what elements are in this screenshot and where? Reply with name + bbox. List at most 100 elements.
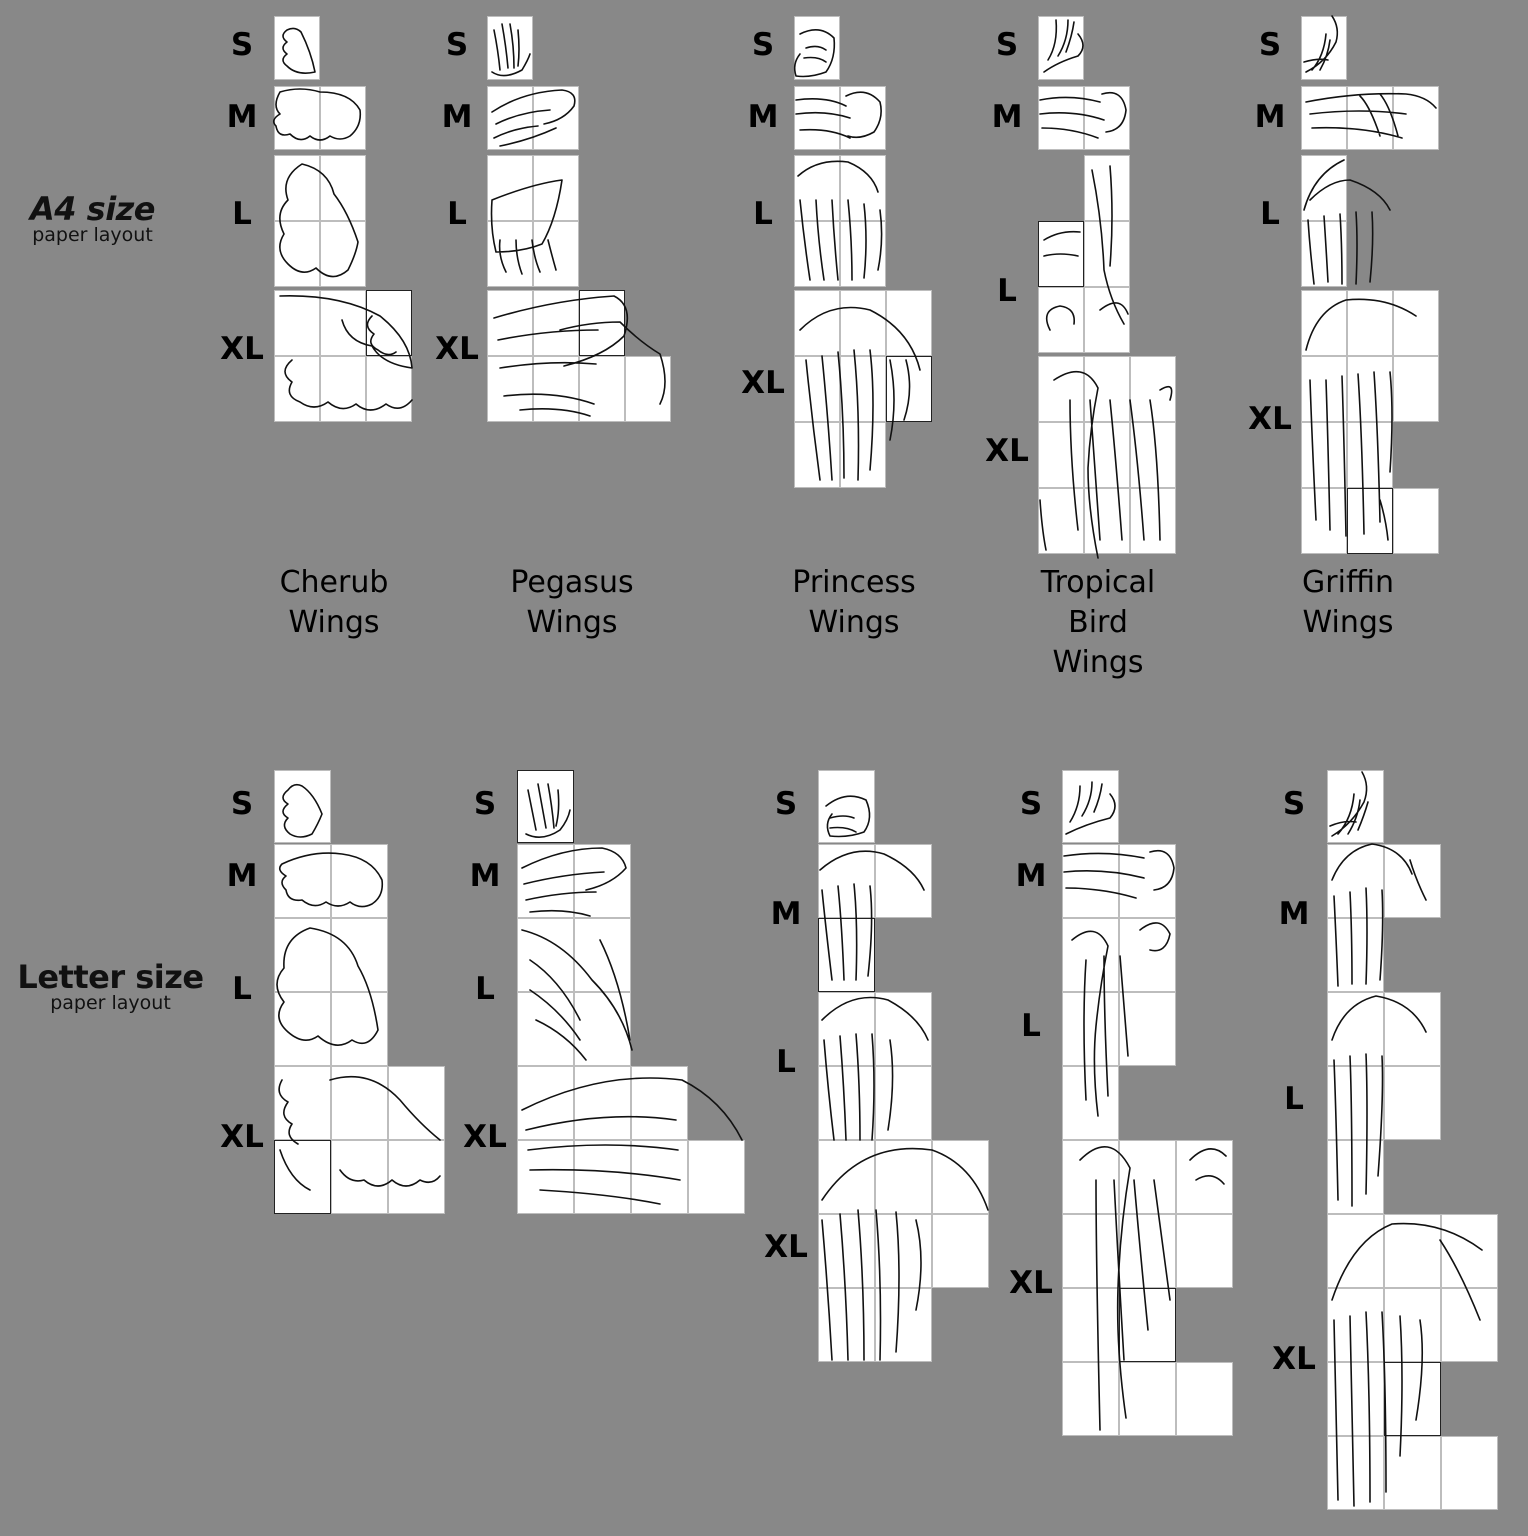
paper-sheet-letter-tropical-l-r0c0	[1062, 918, 1119, 992]
paper-sheet-letter-pegasus-xl-r0c1	[574, 1066, 631, 1140]
paper-sheet-letter-tropical-xl-r3c0	[1062, 1362, 1119, 1436]
a4-pegasus-size-m: M	[441, 99, 473, 135]
a4-tropical-size-xl: XL	[985, 433, 1029, 469]
paper-sheet-a4-cherub-xl-r1c1	[320, 356, 366, 422]
paper-sheet-a4-pegasus-l-r1c1	[533, 221, 579, 287]
letter-griffin-size-m: M	[1278, 896, 1310, 932]
paper-sheet-letter-griffin-l-r0c1	[1384, 992, 1441, 1066]
paper-sheet-a4-cherub-xl-r0c2	[366, 290, 412, 356]
paper-sheet-a4-pegasus-l-r0c1	[533, 155, 579, 221]
paper-sheet-letter-cherub-xl-r0c0	[274, 1066, 331, 1140]
paper-sheet-a4-princess-xl-r0c2	[886, 290, 932, 356]
a4-title: A4 size	[29, 190, 156, 228]
paper-sheet-a4-pegasus-xl-r0c1	[533, 290, 579, 356]
paper-sheet-a4-tropical-m-r0c1	[1084, 86, 1130, 150]
letter-tropical-size-s: S	[1019, 786, 1043, 822]
paper-sheet-a4-pegasus-s-r0c0	[487, 16, 533, 80]
paper-sheet-a4-princess-xl-r0c0	[794, 290, 840, 356]
paper-sheet-letter-griffin-xl-r3c2	[1441, 1436, 1498, 1510]
paper-sheet-letter-princess-m-r0c0	[818, 844, 875, 918]
paper-sheet-letter-princess-xl-r1c0	[818, 1214, 875, 1288]
letter-tropical-size-m: M	[1015, 858, 1047, 894]
paper-sheet-a4-tropical-xl-r2c0	[1038, 488, 1084, 554]
paper-sheet-letter-cherub-l-r1c1	[331, 992, 388, 1066]
paper-sheet-letter-pegasus-xl-r1c2	[631, 1140, 688, 1214]
letter-cherub-size-xl: XL	[220, 1119, 264, 1155]
letter-princess-size-s: S	[774, 786, 798, 822]
paper-sheet-letter-tropical-xl-r1c2	[1176, 1214, 1233, 1288]
paper-sheet-letter-cherub-m-r0c1	[331, 844, 388, 918]
paper-sheet-letter-griffin-m-r1c0	[1327, 918, 1384, 992]
paper-sheet-letter-tropical-xl-r2c1	[1119, 1288, 1176, 1362]
paper-sheet-letter-princess-xl-r2c1	[875, 1288, 932, 1362]
a4-tropical-size-l: L	[997, 273, 1017, 309]
a4-griffin-size-l: L	[1260, 196, 1280, 232]
paper-sheet-a4-pegasus-xl-r1c3	[625, 356, 671, 422]
paper-sheet-a4-cherub-l-r0c0	[274, 155, 320, 221]
a4-griffin-size-s: S	[1258, 27, 1282, 63]
paper-sheet-a4-princess-l-r0c1	[840, 155, 886, 221]
paper-sheet-letter-pegasus-l-r1c0	[517, 992, 574, 1066]
paper-sheet-a4-princess-l-r1c1	[840, 221, 886, 287]
paper-sheet-a4-princess-xl-r2c1	[840, 422, 886, 488]
paper-sheet-a4-cherub-l-r1c0	[274, 221, 320, 287]
paper-sheet-a4-pegasus-xl-r1c1	[533, 356, 579, 422]
paper-sheet-a4-pegasus-xl-r0c2	[579, 290, 625, 356]
paper-sheet-letter-princess-l-r0c1	[875, 992, 932, 1066]
letter-pegasus-size-m: M	[469, 858, 501, 894]
paper-sheet-a4-tropical-l-r1c1	[1084, 221, 1130, 287]
design-name-tropical-bird: Tropical Bird Wings	[1040, 565, 1156, 680]
paper-sheet-letter-cherub-l-r1c0	[274, 992, 331, 1066]
a4-princess-size-s: S	[751, 27, 775, 63]
letter-pegasus-size-s: S	[473, 786, 497, 822]
letter-princess-size-xl: XL	[764, 1229, 808, 1265]
letter-subtitle: paper layout	[50, 992, 171, 1014]
paper-sheet-letter-pegasus-xl-r1c0	[517, 1140, 574, 1214]
paper-sheet-letter-griffin-xl-r1c2	[1441, 1288, 1498, 1362]
paper-sheet-letter-pegasus-s-r0c0	[517, 770, 574, 843]
paper-sheet-a4-pegasus-xl-r0c0	[487, 290, 533, 356]
paper-sheet-a4-princess-m-r0c0	[794, 86, 840, 150]
paper-sheet-a4-cherub-m-r0c1	[320, 86, 366, 150]
paper-sheet-a4-cherub-xl-r0c0	[274, 290, 320, 356]
paper-sheet-letter-griffin-l-r0c0	[1327, 992, 1384, 1066]
letter-section-title: Letter size paper layout	[8, 958, 213, 1014]
paper-sheet-letter-tropical-l-r1c0	[1062, 992, 1119, 1066]
paper-sheet-a4-princess-l-r1c0	[794, 221, 840, 287]
design-name-cherub: Cherub Wings	[279, 565, 389, 640]
paper-sheet-a4-griffin-xl-r0c1	[1347, 290, 1393, 356]
paper-sheet-a4-cherub-l-r0c1	[320, 155, 366, 221]
paper-sheet-letter-princess-l-r1c1	[875, 1066, 932, 1140]
paper-sheet-letter-cherub-xl-r0c2	[388, 1066, 445, 1140]
paper-sheet-letter-griffin-l-r2c0	[1327, 1140, 1384, 1214]
a4-pegasus-size-xl: XL	[435, 331, 479, 367]
a4-pegasus-size-l: L	[447, 196, 467, 232]
paper-sheet-a4-cherub-xl-r1c2	[366, 356, 412, 422]
paper-sheet-letter-princess-xl-r0c1	[875, 1140, 932, 1214]
letter-tropical-size-l: L	[1021, 1008, 1041, 1044]
paper-sheet-letter-tropical-xl-r3c1	[1119, 1362, 1176, 1436]
a4-princess-size-xl: XL	[741, 365, 785, 401]
paper-sheet-a4-griffin-s-r0c0	[1301, 16, 1347, 80]
paper-sheet-letter-griffin-xl-r1c1	[1384, 1288, 1441, 1362]
paper-sheet-a4-griffin-xl-r0c2	[1393, 290, 1439, 356]
paper-sheet-letter-tropical-xl-r0c2	[1176, 1140, 1233, 1214]
paper-sheet-a4-tropical-xl-r1c1	[1084, 422, 1130, 488]
paper-sheet-a4-cherub-xl-r1c0	[274, 356, 320, 422]
paper-sheet-letter-tropical-m-r0c0	[1062, 844, 1119, 918]
design-name-pegasus: Pegasus Wings	[510, 565, 634, 640]
paper-sheet-letter-princess-xl-r1c1	[875, 1214, 932, 1288]
a4-cherub-size-xl: XL	[220, 331, 264, 367]
paper-sheet-letter-pegasus-xl-r0c2	[631, 1066, 688, 1140]
paper-sheet-letter-tropical-xl-r2c0	[1062, 1288, 1119, 1362]
paper-sheet-a4-pegasus-m-r0c0	[487, 86, 533, 150]
paper-sheet-a4-tropical-xl-r1c2	[1130, 422, 1176, 488]
paper-sheet-a4-tropical-xl-r0c1	[1084, 356, 1130, 422]
letter-cherub-size-l: L	[232, 971, 252, 1007]
paper-sheet-letter-princess-xl-r1c2	[932, 1214, 989, 1288]
paper-sheet-letter-tropical-xl-r1c0	[1062, 1214, 1119, 1288]
paper-sheet-letter-pegasus-m-r0c0	[517, 844, 574, 918]
paper-sheet-a4-tropical-xl-r1c0	[1038, 422, 1084, 488]
paper-sheet-a4-pegasus-xl-r1c0	[487, 356, 533, 422]
